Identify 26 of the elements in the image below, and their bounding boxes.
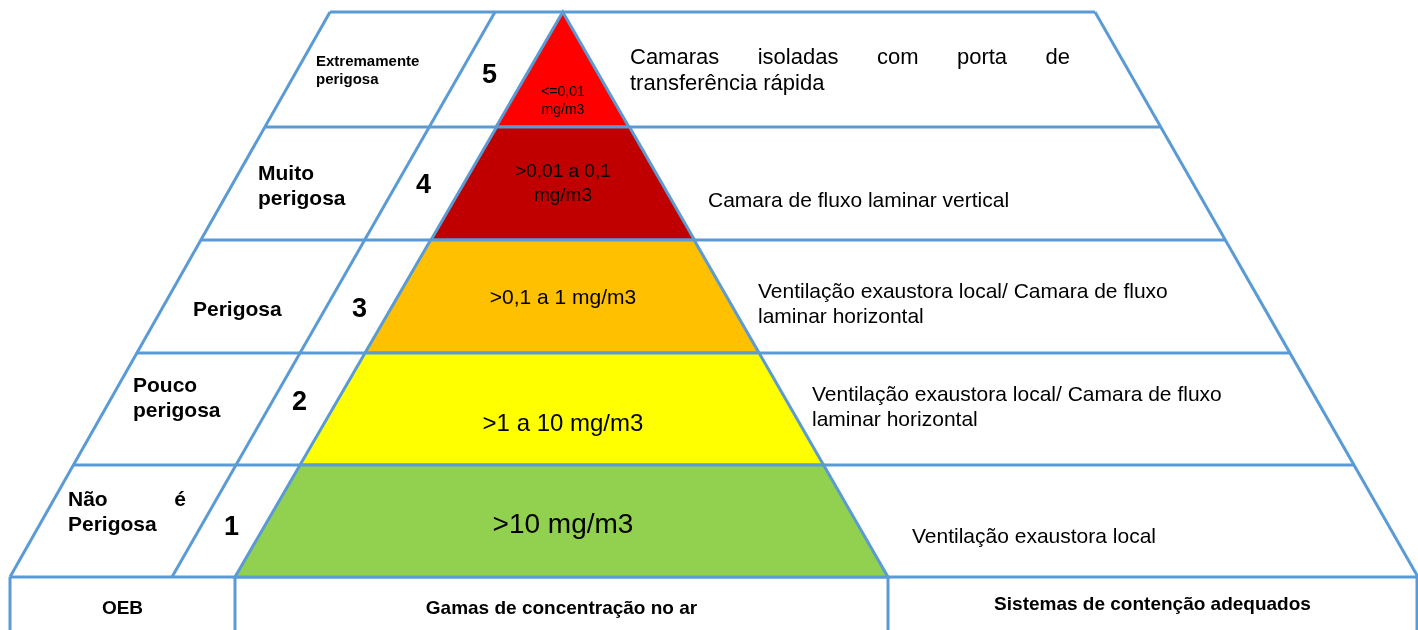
hazard-category: Pouco perigosa [133,372,222,423]
oeb-number: 3 [352,292,368,325]
hazard-band [365,240,760,353]
oeb-number: 2 [292,385,308,418]
containment-system: Ventilação exaustora local/ Camara de fluxo laminar horizontal [812,381,1223,432]
containment-system: Ventilação exaustora local [912,523,1156,549]
oeb-number: 4 [416,168,432,201]
hazard-category: Muito perigosa [258,160,347,211]
hazard-band [496,12,630,127]
hazard-category: Não é Perigosa [68,486,186,537]
oeb-number: 5 [482,58,498,91]
column-header: Gamas de concentração no ar [424,597,699,620]
hazard-band [430,127,695,240]
oeb-number: 1 [224,510,240,543]
concentration-range: >0,1 a 1 mg/m3 [488,283,638,310]
concentration-range: >0,01 a 0,1 mg/m3 [514,159,612,207]
column-header: Sistemas de contenção adequados [993,593,1312,616]
concentration-range: <=0,01 mg/m3 [540,82,586,118]
concentration-range: >1 a 10 mg/m3 [481,408,645,438]
containment-system: Camara de fluxo laminar vertical [708,187,1010,213]
containment-system: Camaras isoladas com porta de transferência rápida [630,44,1070,97]
concentration-range: >10 mg/m3 [491,506,635,541]
hazard-category: Extremamente perigosa [316,52,421,88]
hazard-category: Perigosa [193,296,282,322]
containment-system: Ventilação exaustora local/ Camara de fluxo laminar horizontal [758,278,1169,329]
column-header: OEB [100,597,145,620]
